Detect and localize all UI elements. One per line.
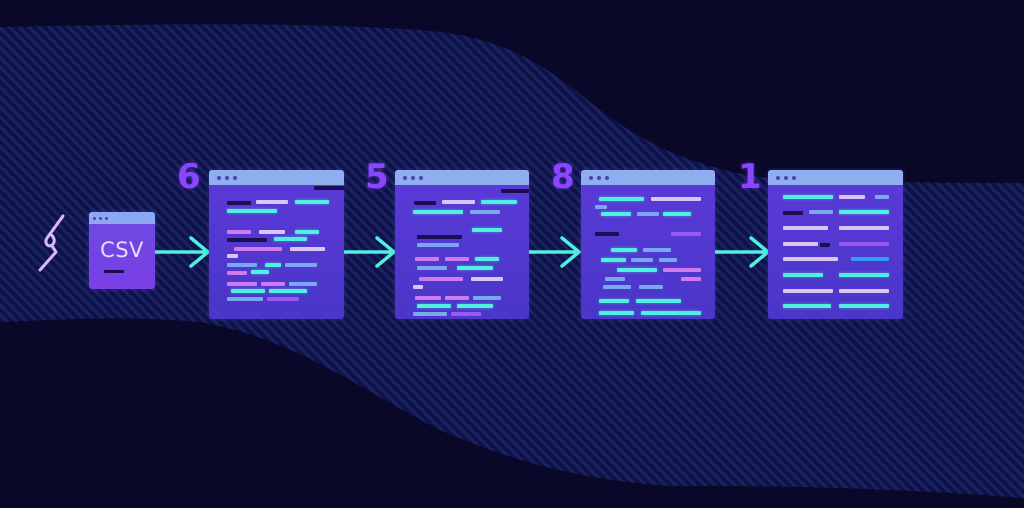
process-window-2 (395, 170, 529, 319)
window-titlebar (395, 170, 529, 185)
window-dot-icon (105, 216, 108, 220)
window-dot-icon (403, 175, 407, 180)
window-content (768, 185, 903, 319)
window-dot-icon (784, 175, 788, 180)
process-window-4 (768, 170, 903, 319)
window-dot-icon (776, 175, 780, 180)
window-dot-icon (225, 175, 229, 180)
window-dot-icon (93, 216, 96, 220)
window-titlebar (768, 170, 903, 185)
window-dot-icon (419, 175, 423, 180)
arrow-right-icon (344, 236, 396, 268)
step-number-3: 8 (551, 157, 575, 197)
csv-underline (104, 270, 124, 273)
step-number-4: 1 (738, 157, 762, 197)
window-dot-icon (792, 175, 796, 180)
window-titlebar (209, 170, 344, 185)
window-content (395, 185, 529, 319)
window-dot-icon (217, 175, 221, 180)
arrow-right-icon (155, 236, 210, 268)
window-titlebar (581, 170, 715, 185)
window-dot-icon (99, 216, 102, 220)
csv-file-card: CSV (89, 212, 155, 289)
process-window-1 (209, 170, 344, 319)
window-content (209, 185, 344, 319)
window-dot-icon (589, 175, 593, 180)
window-dot-icon (233, 175, 237, 180)
arrow-right-icon (715, 236, 770, 268)
step-number-1: 6 (177, 157, 201, 197)
step-number-2: 5 (365, 157, 389, 197)
window-dot-icon (411, 175, 415, 180)
csv-card-titlebar (89, 212, 155, 224)
window-content (581, 185, 715, 319)
process-window-3 (581, 170, 715, 319)
csv-label: CSV (100, 238, 144, 262)
window-dot-icon (605, 175, 609, 180)
arrow-right-icon (529, 236, 581, 268)
window-dot-icon (597, 175, 601, 180)
lightning-icon (38, 214, 65, 272)
